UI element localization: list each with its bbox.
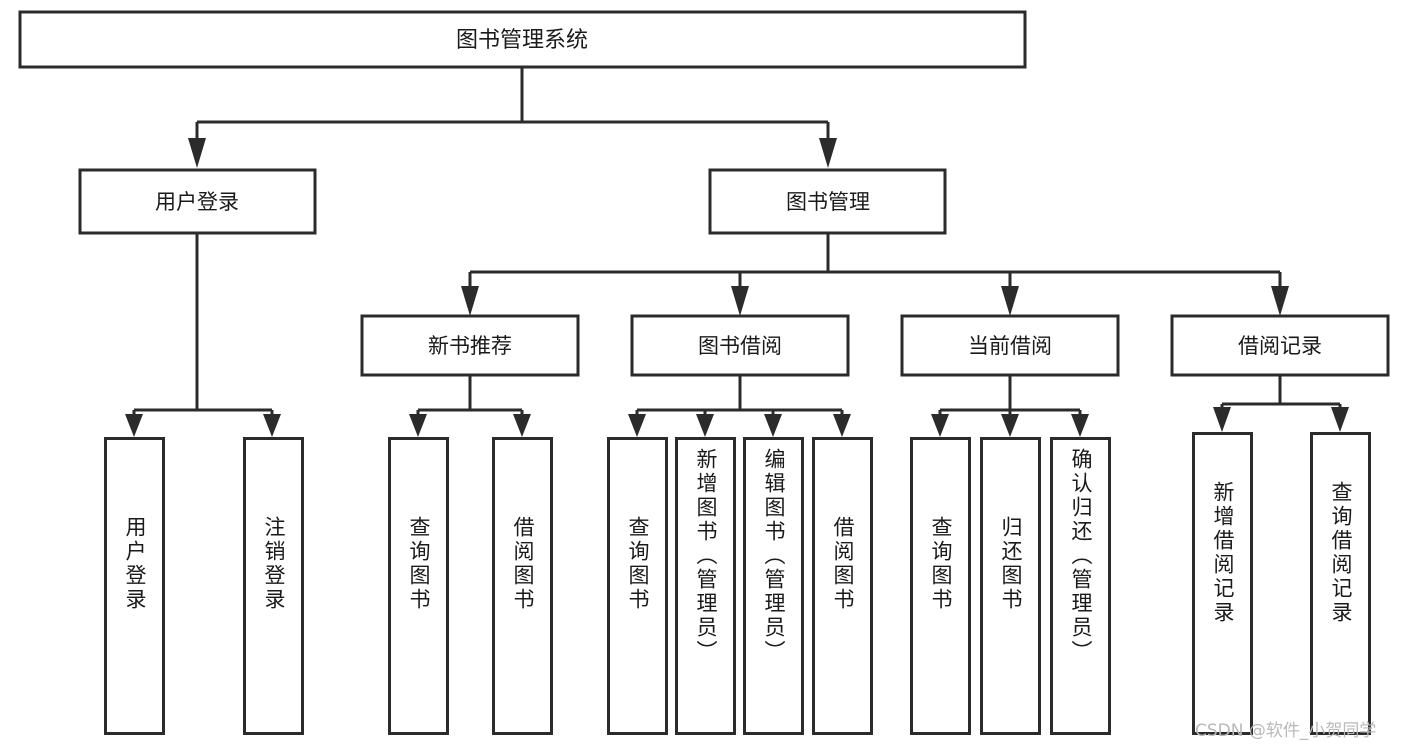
node-new-book-recommend-box	[360, 314, 580, 377]
node-current-borrow-label: 当前借阅	[968, 334, 1052, 358]
node-user-login[interactable]: 用户登录	[78, 168, 317, 235]
leaf-current-borrow-1-label: 归还图书	[999, 516, 1023, 612]
leaf-book-borrow-0-label: 查询图书	[626, 516, 650, 612]
leaf-user-login-0-label: 用户登录	[123, 516, 147, 612]
leaf-current-borrow-2[interactable]: 确认归还（管理员）	[1050, 437, 1111, 735]
leaf-current-borrow-0[interactable]: 查询图书	[910, 437, 971, 735]
leaf-user-login-1[interactable]: 注销登录	[243, 437, 304, 735]
node-new-book-recommend[interactable]: 新书推荐	[360, 314, 580, 377]
arrowhead-cb-1	[1001, 414, 1019, 437]
node-user-login-label: 用户登录	[155, 190, 239, 214]
leaf-current-borrow-1[interactable]: 归还图书	[980, 437, 1041, 735]
node-root-label: 图书管理系统	[456, 28, 588, 53]
arrowhead-nb-1	[513, 414, 531, 437]
leaf-user-login-0[interactable]: 用户登录	[104, 437, 165, 735]
node-new-book-recommend-label: 新书推荐	[428, 334, 512, 358]
arrowhead-l3-1	[731, 286, 749, 316]
node-book-borrow[interactable]: 图书借阅	[630, 314, 850, 377]
arrowhead-l3-0	[461, 286, 479, 316]
node-root-box	[18, 10, 1027, 69]
arrowhead-ul-leaf-1	[263, 414, 281, 437]
leaf-borrow-record-0-label: 新增借阅记录	[1211, 481, 1235, 625]
leaf-book-borrow-3[interactable]: 借阅图书	[812, 437, 873, 735]
leaf-user-login-1-label: 注销登录	[262, 516, 286, 612]
leaf-book-borrow-1[interactable]: 新增图书（管理员）	[675, 437, 736, 735]
arrowhead-br-1	[1331, 407, 1349, 432]
arrowhead-book-mgmt	[819, 138, 837, 168]
leaf-new-book-0-label: 查询图书	[407, 516, 431, 612]
arrowhead-cb-0	[931, 414, 949, 437]
leaf-new-book-0[interactable]: 查询图书	[388, 437, 449, 735]
node-current-borrow-box	[900, 314, 1120, 377]
arrowhead-l3-3	[1271, 286, 1289, 316]
leaf-borrow-record-0[interactable]: 新增借阅记录	[1192, 432, 1253, 735]
leaf-current-borrow-0-label: 查询图书	[929, 516, 953, 612]
node-borrow-record-label: 借阅记录	[1238, 334, 1322, 358]
leaf-book-borrow-0[interactable]: 查询图书	[607, 437, 668, 735]
node-book-management-label: 图书管理	[786, 190, 870, 214]
arrowhead-nb-0	[409, 414, 427, 437]
leaf-borrow-record-1[interactable]: 查询借阅记录	[1310, 432, 1371, 735]
arrowhead-bb-1	[696, 414, 714, 437]
node-book-management[interactable]: 图书管理	[708, 168, 947, 235]
node-book-borrow-label: 图书借阅	[698, 334, 782, 358]
leaf-book-borrow-2-label: 编辑图书（管理员）	[762, 448, 786, 664]
arrowhead-bb-0	[628, 414, 646, 437]
arrowhead-bb-2	[764, 414, 782, 437]
leaf-book-borrow-3-label: 借阅图书	[831, 516, 855, 612]
leaf-borrow-record-1-label: 查询借阅记录	[1329, 481, 1353, 625]
node-root[interactable]: 图书管理系统	[18, 10, 1027, 69]
leaf-book-borrow-1-label: 新增图书（管理员）	[694, 448, 718, 664]
node-borrow-record[interactable]: 借阅记录	[1170, 314, 1390, 377]
leaf-book-borrow-2[interactable]: 编辑图书（管理员）	[743, 437, 804, 735]
arrowhead-ul-leaf-0	[125, 414, 143, 437]
arrowhead-br-0	[1213, 407, 1231, 432]
leaf-new-book-1[interactable]: 借阅图书	[492, 437, 553, 735]
node-current-borrow[interactable]: 当前借阅	[900, 314, 1120, 377]
arrowhead-user-login	[188, 138, 206, 168]
leaf-current-borrow-2-label: 确认归还（管理员）	[1069, 448, 1093, 664]
arrowhead-l3-2	[1001, 286, 1019, 316]
node-book-borrow-box	[630, 314, 850, 377]
arrowhead-cb-2	[1071, 414, 1089, 437]
arrowhead-bb-3	[833, 414, 851, 437]
leaf-new-book-1-label: 借阅图书	[511, 516, 535, 612]
